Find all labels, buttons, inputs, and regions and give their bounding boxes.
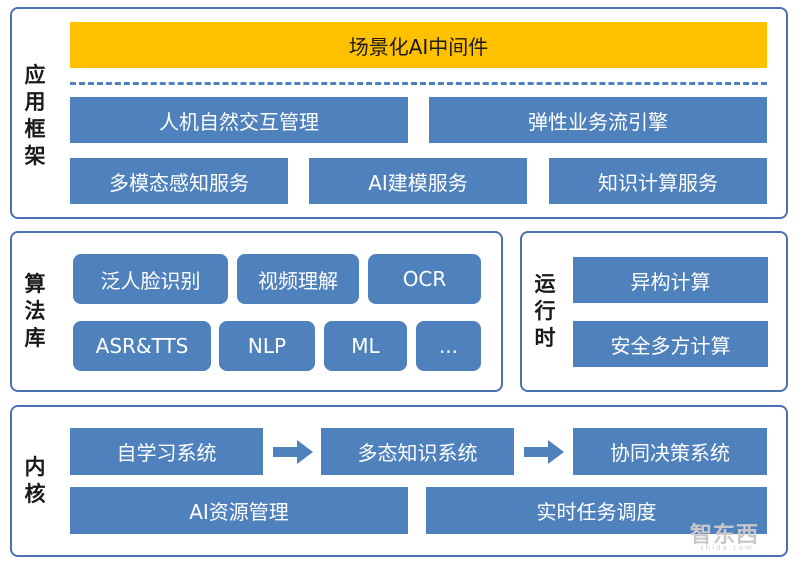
more-algorithms-box: ... <box>416 321 481 371</box>
ai-modeling-box: AI建模服务 <box>309 158 527 204</box>
divider-dashed-line <box>70 82 767 85</box>
self-learning-system-box: 自学习系统 <box>70 428 263 475</box>
runtime-label: 运行时 <box>534 272 556 350</box>
collaborative-decision-system-box: 协同决策系统 <box>573 428 767 475</box>
heterogeneous-computing-box: 异构计算 <box>573 257 768 303</box>
runtime-panel <box>520 231 788 392</box>
scenario-ai-middleware-banner: 场景化AI中间件 <box>70 22 767 68</box>
multimodal-perception-box: 多模态感知服务 <box>70 158 288 204</box>
polymorphic-knowledge-system-box: 多态知识系统 <box>321 428 514 475</box>
ocr-box: OCR <box>368 254 481 304</box>
ml-box: ML <box>324 321 407 371</box>
algorithm-library-label: 算法库 <box>24 272 46 350</box>
app-framework-label: 应用框架 <box>24 63 46 168</box>
watermark-sub: zhidx.com <box>700 544 754 552</box>
human-machine-interaction-box: 人机自然交互管理 <box>70 97 408 143</box>
knowledge-computing-box: 知识计算服务 <box>549 158 767 204</box>
face-recognition-box: 泛人脸识别 <box>73 254 228 304</box>
watermark-logo: 智东西 <box>690 523 760 548</box>
ai-resource-management-box: AI资源管理 <box>70 487 408 534</box>
kernel-label: 内核 <box>24 455 46 506</box>
elastic-workflow-engine-box: 弹性业务流引擎 <box>429 97 767 143</box>
nlp-box: NLP <box>219 321 315 371</box>
video-understanding-box: 视频理解 <box>237 254 359 304</box>
arrow-right-icon <box>273 440 313 464</box>
secure-multiparty-computing-box: 安全多方计算 <box>573 321 768 367</box>
arrow-right-icon <box>524 440 564 464</box>
realtime-task-scheduling-box: 实时任务调度 <box>426 487 767 534</box>
asr-tts-box: ASR&TTS <box>73 321 211 371</box>
